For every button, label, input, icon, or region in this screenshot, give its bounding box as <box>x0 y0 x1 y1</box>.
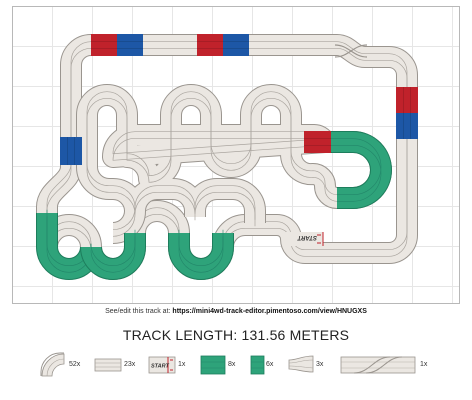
track-surface-1 <box>77 85 391 243</box>
crossover-count: 1x <box>420 361 428 368</box>
bank-section-2 <box>169 233 233 279</box>
crossover-edge-b <box>334 44 368 58</box>
lane-change-block-4 <box>396 87 418 113</box>
track-length-title: TRACK LENGTH: 131.56 METERS <box>122 327 350 343</box>
start-count: 1x <box>178 361 186 368</box>
bank-lane-b-1 <box>90 236 136 273</box>
lane-change-block-7 <box>304 131 331 153</box>
crossover-piece-icon <box>340 356 416 374</box>
piece-legend: 52x 23x START 1x 8x 6x <box>0 352 472 382</box>
legend-item-curve: 52x <box>40 352 90 382</box>
legend-item-lane-change: 3x <box>288 352 334 382</box>
start-piece-label: START <box>151 364 169 370</box>
curve-piece-icon <box>40 352 65 377</box>
start-label: START <box>296 234 317 240</box>
lane-change-block-5 <box>396 113 418 139</box>
bank-piece-icon <box>200 355 226 375</box>
half-bank-count: 6x <box>266 361 274 368</box>
curve-count: 52x <box>69 361 81 368</box>
bank-lane-a-1 <box>90 229 136 266</box>
track-canvas: START <box>12 6 460 304</box>
bank-count: 8x <box>228 361 236 368</box>
legend-item-crossover: 1x <box>340 352 440 382</box>
straight-count: 23x <box>124 361 136 368</box>
start-section <box>285 232 323 246</box>
lane-change-block-3 <box>223 34 249 56</box>
legend-item-bank: 8x <box>200 352 246 382</box>
legend-item-start: START 1x <box>148 352 194 382</box>
lane-change-block-2 <box>197 34 223 56</box>
lane-change-block-0 <box>91 34 117 56</box>
lane-change-block-6 <box>60 137 82 165</box>
bank-lane-b-3 <box>331 144 382 202</box>
legend-item-half-bank: 6x <box>250 352 296 382</box>
straight-piece-icon <box>94 358 122 372</box>
lane-change-block-1 <box>117 34 143 56</box>
lane-line-a-1 <box>86 91 382 231</box>
bank-lane-a-3 <box>331 138 382 196</box>
lane-change-piece-icon <box>288 355 314 373</box>
bank-lane-b-2 <box>178 236 224 273</box>
bank-section-1 <box>81 233 145 279</box>
lane-line-b-1 <box>86 98 382 237</box>
bank-section-3 <box>331 132 391 208</box>
lane-change-count: 3x <box>316 361 324 368</box>
track-link-caption: See/edit this track at: https://mini4wd-… <box>0 308 472 315</box>
caption-prefix: See/edit this track at: <box>105 308 171 315</box>
bank-lane-a-2 <box>178 229 224 266</box>
legend-item-straight: 23x <box>94 352 140 382</box>
start-piece-icon: START <box>148 356 176 374</box>
track-url-link[interactable]: https://mini4wd-track-editor.pimentoso.c… <box>172 308 367 315</box>
half-bank-piece-icon <box>250 355 265 375</box>
track-layout: START <box>36 34 418 280</box>
